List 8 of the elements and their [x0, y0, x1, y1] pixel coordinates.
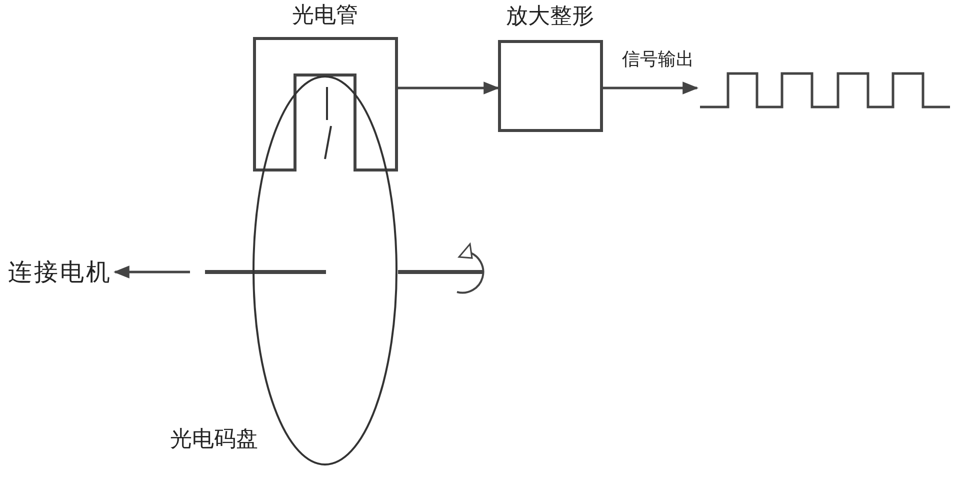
box-heading: 放大整形 [506, 4, 594, 30]
box-heading: 光电码盘 [170, 427, 258, 453]
arrow [603, 82, 699, 94]
arrow [398, 82, 500, 94]
arrow [113, 266, 190, 278]
side-label: 连接电机 [8, 258, 112, 286]
box-heading: 光电管 [292, 3, 358, 29]
edge-label: 信号输出 [622, 50, 694, 70]
